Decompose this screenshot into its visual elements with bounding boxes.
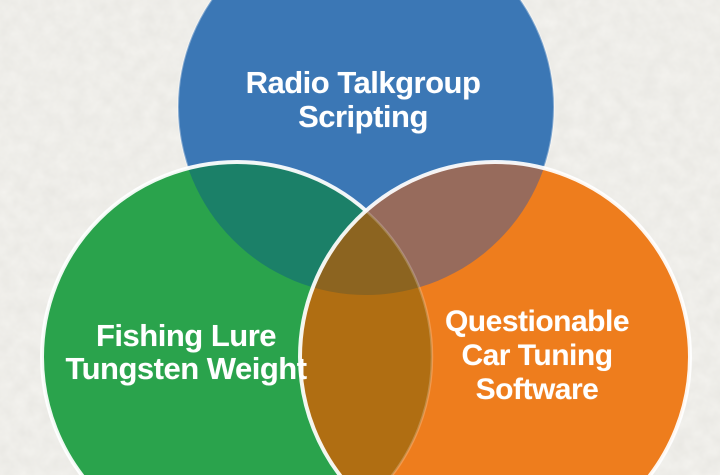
label-line: Questionable <box>444 305 630 338</box>
label-line: Radio Talkgroup <box>245 65 481 100</box>
label-line: Tungsten Weight <box>65 351 307 386</box>
label-line: Scripting <box>298 99 428 134</box>
green-circle-faint-edge <box>40 160 434 475</box>
set-label-radio-talkgroup: Radio Talkgroup Scripting <box>246 66 481 134</box>
label-line: Fishing Lure <box>95 318 277 353</box>
orange-circle-outline <box>298 160 692 475</box>
set-label-car-tuning: Questionable Car Tuning Software <box>444 305 630 407</box>
label-line: Car Tuning <box>461 339 613 372</box>
set-label-fishing-lure: Fishing Lure Tungsten Weight <box>65 318 307 386</box>
overlap-center <box>300 162 432 295</box>
label-line: Software <box>475 373 599 406</box>
